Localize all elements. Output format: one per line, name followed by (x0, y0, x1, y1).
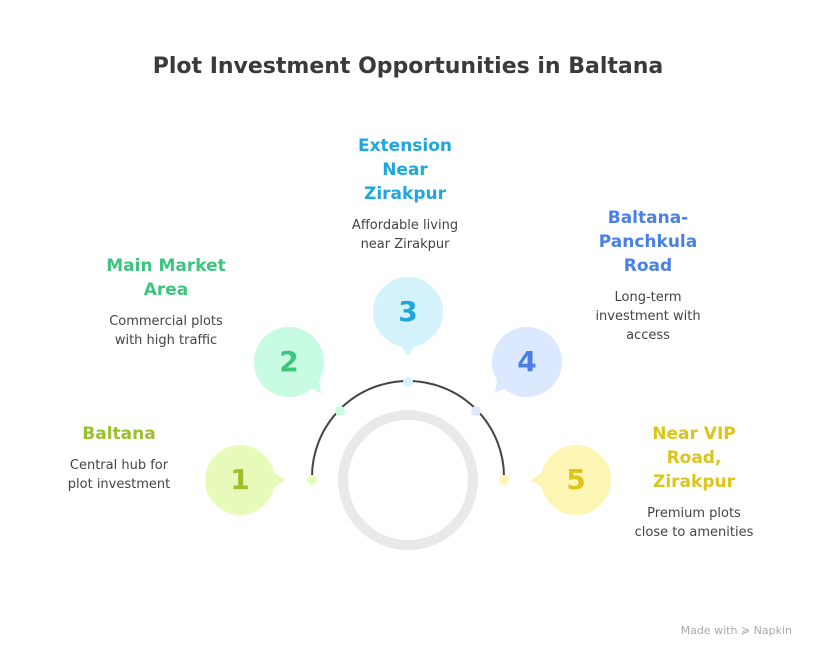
step-number-1: 1 (230, 463, 250, 496)
node-dot-4 (471, 406, 481, 416)
bubble-5 (531, 445, 611, 515)
node-dot-1 (307, 475, 317, 485)
bubble-1 (205, 445, 285, 515)
bubble-4 (492, 327, 562, 397)
node-dot-2 (335, 406, 345, 416)
center-ring (338, 410, 478, 550)
napkin-watermark[interactable]: Made with ≽ Napkin (680, 624, 792, 637)
item-heading: Baltana (82, 424, 156, 444)
node-dot-3 (403, 377, 413, 387)
node-dot-5 (499, 475, 509, 485)
step-number-5: 5 (566, 463, 586, 496)
bubble-2 (254, 327, 324, 397)
step-number-3: 3 (398, 295, 418, 328)
step-number-2: 2 (279, 345, 299, 378)
bubble-3 (373, 277, 443, 356)
diagram-title: Plot Investment Opportunities in Baltana (152, 54, 664, 79)
step-number-4: 4 (517, 345, 537, 378)
